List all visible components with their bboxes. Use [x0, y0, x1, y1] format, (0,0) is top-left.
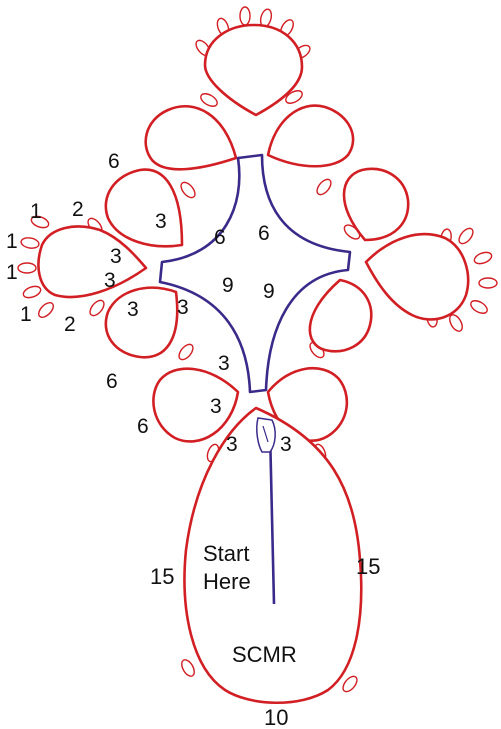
label-six: 6 [108, 150, 120, 173]
labels: 6 6 6 6 6 9 9 2 2 1 1 1 1 3 3 3 3 3 3 3 … [6, 150, 380, 729]
picot [180, 181, 196, 199]
label-two: 2 [64, 313, 76, 336]
label-nine: 9 [263, 280, 275, 303]
picot [316, 178, 332, 196]
label-three: 3 [177, 296, 189, 319]
rings [37, 23, 470, 705]
picot [478, 277, 498, 289]
picot [181, 659, 195, 677]
chain-center-star [158, 153, 352, 394]
label-three: 3 [110, 245, 122, 268]
picot [449, 314, 463, 332]
picot [89, 299, 105, 317]
ring-far-right [364, 232, 470, 321]
chains [158, 153, 352, 605]
picot [470, 300, 488, 314]
picot [17, 262, 37, 274]
label-three: 3 [104, 269, 116, 292]
ring-upper-right [266, 104, 355, 168]
ring-right-lower [308, 278, 373, 353]
picot [239, 6, 251, 26]
ring-top [203, 23, 304, 117]
picot [473, 251, 493, 265]
picot [200, 93, 218, 107]
label-three: 3 [218, 352, 230, 375]
start-label-line1: Start [203, 541, 249, 566]
start-label-line2: Here [203, 569, 251, 594]
ring-far-left [37, 225, 148, 299]
label-three: 3 [226, 433, 238, 456]
picot [20, 237, 40, 249]
count-right: 15 [356, 554, 380, 579]
label-one: 1 [6, 230, 18, 253]
picot [342, 675, 358, 693]
picot [285, 90, 303, 104]
scmr-label: SCMR [232, 642, 297, 667]
picot [22, 285, 42, 299]
label-three: 3 [155, 210, 167, 233]
ring-bottom-left [152, 367, 240, 443]
picot [178, 343, 194, 361]
picot [30, 215, 50, 229]
label-one: 1 [30, 200, 42, 223]
chain-start-thread [268, 429, 276, 605]
label-two: 2 [72, 198, 84, 221]
label-six: 6 [106, 370, 118, 393]
label-three: 3 [280, 433, 292, 456]
label-three: 3 [210, 395, 222, 418]
label-six: 6 [137, 415, 149, 438]
count-bottom: 10 [264, 705, 288, 729]
label-six: 6 [258, 222, 270, 245]
ring-left-lower [104, 286, 179, 359]
ring-left-upper [104, 168, 184, 248]
picot [38, 302, 54, 318]
label-one: 1 [20, 303, 32, 326]
count-left: 15 [150, 564, 174, 589]
label-six: 6 [214, 226, 226, 249]
shuttle-icon [256, 417, 276, 453]
ring-upper-left [144, 105, 238, 171]
label-one: 1 [6, 261, 18, 284]
label-three: 3 [127, 298, 139, 321]
ring-right-upper [342, 167, 410, 242]
label-nine: 9 [222, 274, 234, 297]
picot [458, 227, 474, 245]
